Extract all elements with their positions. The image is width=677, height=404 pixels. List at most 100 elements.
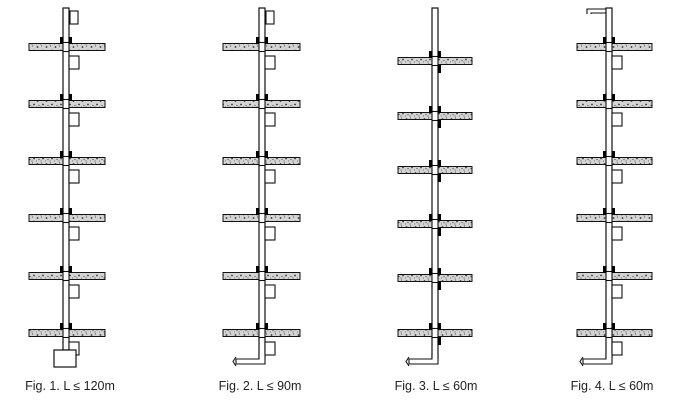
trap-box bbox=[611, 169, 623, 184]
fitting-left bbox=[429, 214, 433, 221]
trap-box bbox=[68, 55, 80, 70]
floor-slab-5 bbox=[576, 272, 653, 280]
fitting-left bbox=[256, 208, 260, 215]
trap-box bbox=[611, 112, 623, 127]
pipe-sleeve bbox=[62, 155, 70, 167]
fitting-left bbox=[429, 323, 433, 330]
fitting-left bbox=[429, 268, 433, 275]
pipe-sleeve bbox=[431, 110, 439, 122]
trap-box bbox=[68, 169, 80, 184]
pipe-sleeve bbox=[62, 98, 70, 110]
fitting-left bbox=[603, 208, 607, 215]
pipe-sleeve bbox=[431, 272, 439, 284]
vent-hook bbox=[265, 10, 275, 25]
pipe-sleeve bbox=[62, 270, 70, 282]
fitting-left bbox=[603, 94, 607, 101]
trap-box bbox=[611, 55, 623, 70]
fitting-left bbox=[603, 151, 607, 158]
fitting-left bbox=[256, 266, 260, 273]
pipe-sleeve bbox=[605, 327, 613, 339]
pipe-sleeve bbox=[605, 270, 613, 282]
fitting-right bbox=[68, 323, 72, 330]
elbow-cap bbox=[405, 356, 410, 367]
fitting-left bbox=[60, 151, 64, 158]
pipe-sleeve bbox=[431, 164, 439, 176]
fitting-right bbox=[68, 37, 72, 44]
floor-slab-2 bbox=[576, 100, 653, 108]
vent-bend bbox=[586, 8, 606, 14]
fitting-right bbox=[611, 266, 615, 273]
pipe-sleeve bbox=[258, 155, 266, 167]
elbow-cap bbox=[579, 356, 584, 367]
fitting-right bbox=[264, 266, 268, 273]
pipe-sleeve bbox=[431, 327, 439, 339]
pipe-sleeve bbox=[62, 212, 70, 224]
fitting-right bbox=[611, 323, 615, 330]
fitting-left bbox=[60, 266, 64, 273]
figure-2-caption: Fig. 2. L ≤ 90m bbox=[218, 379, 302, 393]
fitting-left bbox=[603, 266, 607, 273]
base-elbow bbox=[235, 354, 266, 365]
pipe-sleeve bbox=[605, 212, 613, 224]
fitting-right bbox=[264, 94, 268, 101]
pipe-sleeve bbox=[431, 218, 439, 230]
pipe-sleeve bbox=[258, 212, 266, 224]
fitting-left bbox=[429, 160, 433, 167]
fitting-left bbox=[603, 37, 607, 44]
pipe-sleeve bbox=[431, 55, 439, 67]
figure-4-caption: Fig. 4. L ≤ 60m bbox=[570, 379, 654, 393]
figure-1-caption: Fig. 1. L ≤ 120m bbox=[25, 379, 115, 393]
elbow-cap bbox=[232, 356, 237, 367]
trap-box bbox=[264, 341, 276, 356]
fitting-left bbox=[256, 323, 260, 330]
fitting-right bbox=[68, 208, 72, 215]
fitting-left bbox=[603, 323, 607, 330]
fitting-right bbox=[437, 214, 441, 221]
fitting-left bbox=[60, 94, 64, 101]
figure-3-caption: Fig. 3. L ≤ 60m bbox=[394, 379, 478, 393]
fitting-right bbox=[437, 323, 441, 330]
fitting-left bbox=[256, 94, 260, 101]
fitting-right bbox=[68, 94, 72, 101]
pipe-sleeve bbox=[605, 41, 613, 53]
figure-3 bbox=[397, 7, 473, 367]
pipe-sleeve bbox=[258, 327, 266, 339]
fitting-left bbox=[256, 151, 260, 158]
trap-box bbox=[68, 112, 80, 127]
figure-4 bbox=[576, 7, 653, 367]
fitting-right bbox=[437, 268, 441, 275]
pipe-sleeve bbox=[258, 270, 266, 282]
fitting-right bbox=[68, 151, 72, 158]
fitting-right bbox=[264, 323, 268, 330]
fitting-right bbox=[437, 106, 441, 113]
fitting-below bbox=[437, 228, 441, 236]
fitting-below bbox=[437, 174, 441, 182]
trap-box bbox=[264, 55, 276, 70]
fitting-right bbox=[437, 160, 441, 167]
fitting-left bbox=[429, 51, 433, 58]
fitting-left bbox=[429, 106, 433, 113]
base-elbow bbox=[582, 354, 613, 365]
stack-pipe bbox=[605, 7, 613, 359]
fitting-below bbox=[437, 120, 441, 128]
figure-1 bbox=[28, 7, 106, 368]
stack-pipe bbox=[258, 7, 266, 359]
pipe-sleeve bbox=[605, 98, 613, 110]
floor-slab-3 bbox=[576, 157, 653, 165]
trap-box bbox=[264, 284, 276, 299]
fitting-left bbox=[256, 37, 260, 44]
figure-2 bbox=[222, 7, 301, 367]
fitting-right bbox=[68, 266, 72, 273]
fitting-right bbox=[437, 51, 441, 58]
fitting-left bbox=[60, 37, 64, 44]
pipe-sleeve bbox=[62, 41, 70, 53]
base-elbow bbox=[408, 354, 439, 365]
fitting-left bbox=[60, 208, 64, 215]
fitting-right bbox=[264, 37, 268, 44]
fitting-right bbox=[264, 208, 268, 215]
fitting-right bbox=[611, 37, 615, 44]
stack-pipe bbox=[62, 7, 70, 351]
fitting-below bbox=[437, 65, 441, 73]
floor-slab-6 bbox=[576, 329, 653, 337]
